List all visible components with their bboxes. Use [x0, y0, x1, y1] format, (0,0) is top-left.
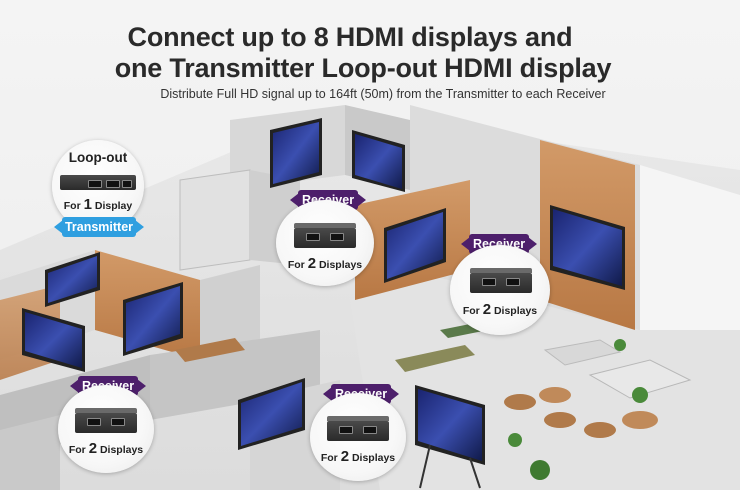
page-title: Connect up to 8 HDMI displays and one Tr… [0, 22, 740, 84]
display-screen [352, 130, 405, 192]
wall [200, 265, 260, 360]
title-line-1: Connect up to 8 HDMI displays and [127, 22, 573, 52]
receiver-bubble: For 2 Displays [450, 245, 550, 335]
transmitter-caption: For 1 Display [63, 196, 133, 213]
sofa [543, 339, 622, 366]
wall [0, 415, 60, 490]
plant [614, 339, 626, 351]
receiver-caption: For 2 Displays [320, 448, 396, 465]
display-screen [415, 385, 485, 489]
receiver-device-icon [327, 416, 389, 441]
receiver-device-icon [294, 223, 356, 248]
table [175, 338, 245, 362]
receiver-bubble: For 2 Displays [58, 385, 154, 473]
chair [504, 394, 536, 410]
plant [508, 433, 522, 447]
display-screen [45, 252, 100, 307]
receiver-caption: For 2 Displays [68, 440, 144, 457]
chair [539, 387, 571, 403]
plant [530, 460, 550, 480]
wall [640, 165, 740, 330]
page-subtitle: Distribute Full HD signal up to 164ft (5… [160, 87, 606, 101]
transmitter-device-icon [60, 175, 136, 190]
sofa [588, 359, 692, 399]
receiver-device-icon [470, 268, 532, 293]
receiver-caption: For 2 Displays [287, 255, 363, 272]
receiver-caption: For 2 Displays [462, 301, 538, 318]
transmitter-bubble: Loop-out For 1 Display [52, 140, 144, 232]
receiver-device-icon [75, 408, 137, 433]
display-screen [22, 308, 85, 372]
chair [544, 412, 576, 428]
table [395, 345, 475, 372]
display-screen [238, 378, 305, 450]
wall [179, 169, 251, 271]
display-screen [123, 282, 183, 356]
transmitter-tag: Transmitter [54, 217, 144, 237]
display-screen [550, 205, 625, 290]
display-screen [384, 208, 446, 283]
title-line-2: one Transmitter Loop-out HDMI display [114, 53, 612, 83]
display-screen [270, 118, 322, 188]
receiver-bubble: For 2 Displays [276, 200, 374, 286]
chair [622, 411, 658, 429]
chair [584, 422, 616, 438]
receiver-bubble: For 2 Displays [310, 393, 406, 481]
loop-out-label: Loop-out [68, 150, 128, 165]
plant [632, 387, 648, 403]
